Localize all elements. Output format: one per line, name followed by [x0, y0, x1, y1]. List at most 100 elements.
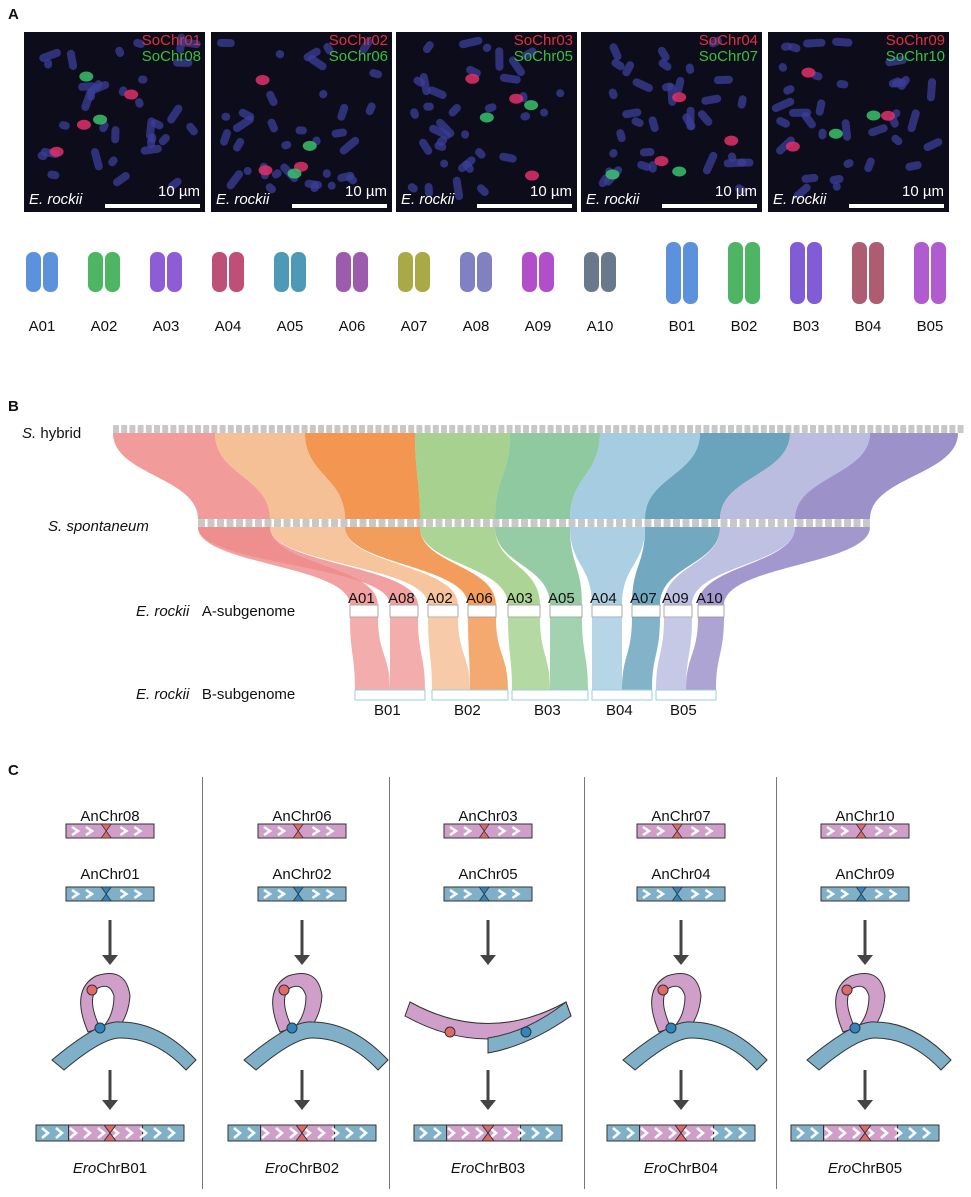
species-label: E. rockii — [29, 191, 83, 208]
spontaneum-chromosome-tick — [397, 519, 405, 527]
hybrid-chromosome-tick — [834, 425, 841, 433]
chromosome-blob — [556, 89, 565, 98]
b-subgenome-chromosome — [431, 689, 509, 701]
probe-signal — [465, 73, 480, 84]
spontaneum-chromosome-tick — [597, 519, 604, 527]
spontaneum-chromosome-tick — [359, 519, 367, 527]
hybrid-chromosome-tick — [539, 425, 546, 433]
hybrid-chromosome-tick — [506, 425, 513, 433]
karyotype-label: A02 — [90, 318, 118, 335]
spontaneum-chromosome-tick — [388, 519, 395, 527]
probe-signal — [479, 112, 494, 123]
karyotype-label: A06 — [338, 318, 366, 335]
fusion-intermediate — [806, 973, 952, 1071]
spontaneum-chromosome-tick — [559, 519, 566, 527]
hybrid-chromosome-tick — [211, 425, 218, 433]
chromosome-blob — [108, 156, 118, 167]
spontaneum-chromosome-tick — [587, 519, 595, 527]
chromosome-blob — [112, 172, 130, 187]
chromosome-blob — [440, 159, 449, 168]
synteny-ribbon — [113, 433, 270, 519]
probe-signal — [124, 89, 139, 100]
chromosome-blob — [776, 116, 790, 128]
synteny-ribbon — [468, 617, 508, 690]
chromosome-blob — [685, 63, 695, 74]
spontaneum-chromosome-tick — [340, 519, 348, 527]
hybrid-chromosome-tick — [113, 425, 119, 433]
species-label: E. rockii — [216, 191, 270, 208]
spontaneum-chromosome-tick — [739, 519, 747, 527]
panel-label-b: B — [8, 398, 19, 415]
spontaneum-chromosome-tick — [264, 519, 272, 527]
spontaneum-chromosome-tick — [825, 519, 832, 527]
b-subgenome-chromosome — [591, 689, 653, 701]
hybrid-chromosome-tick — [719, 425, 726, 433]
fused-chromosome — [227, 1124, 377, 1142]
chromosome-blob — [885, 56, 907, 67]
spontaneum-chromosome-tick — [492, 519, 500, 527]
spontaneum-chromosome-tick — [616, 519, 623, 527]
hybrid-chromosome-tick — [654, 425, 661, 433]
a-chromosome-label: A03 — [506, 590, 533, 607]
karyotype-chromosome — [790, 242, 822, 304]
chromosome-blob — [151, 119, 164, 130]
probe-signal — [76, 119, 91, 130]
spontaneum-chromosome-tick — [454, 519, 462, 527]
synteny-ribbon — [698, 527, 870, 605]
ancestral-chromosome-blue — [820, 886, 910, 902]
synteny-ribbon — [632, 527, 720, 605]
karyotype-label: A08 — [462, 318, 490, 335]
synteny-ribbon — [656, 617, 692, 690]
chromosome-blob — [499, 152, 517, 163]
chromosome-blob — [369, 69, 383, 79]
hybrid-chromosome-tick — [121, 425, 128, 433]
chromosome-blob — [448, 104, 461, 117]
chromosome-blob — [829, 174, 844, 184]
chromosome-blob — [788, 42, 801, 53]
hybrid-chromosome-tick — [137, 425, 144, 433]
chromosome-blob — [639, 148, 655, 157]
ancestral-label: AnChr07 — [651, 808, 711, 825]
chromosome-blob — [801, 111, 816, 129]
scale-bar — [292, 204, 387, 208]
fused-chromosome-label: EroChrB02 — [264, 1160, 340, 1177]
ancestral-label: AnChr04 — [651, 866, 711, 883]
synteny-ribbon — [415, 433, 510, 519]
synteny-ribbon — [390, 617, 425, 690]
chromosome-blob — [697, 110, 713, 126]
hybrid-chromosome-tick — [555, 425, 562, 433]
chromosome-blob — [146, 137, 156, 149]
spontaneum-chromosome-tick — [863, 519, 870, 527]
probe-signal — [724, 135, 739, 146]
chromosome-blob — [616, 129, 626, 143]
a-chromosome-label: A04 — [590, 590, 617, 607]
down-arrow — [857, 1070, 873, 1110]
hybrid-chromosome-tick — [613, 425, 620, 433]
fused-chromosome-label: EroChrB03 — [450, 1160, 526, 1177]
hybrid-chromosome-tick — [441, 425, 447, 433]
down-arrow — [857, 920, 873, 965]
spontaneum-chromosome-tick — [720, 519, 728, 527]
ancestral-chromosome-pink — [443, 823, 533, 839]
fusion-column — [35, 823, 197, 1142]
fused-chromosome-label: EroChrB04 — [643, 1160, 719, 1177]
spontaneum-chromosome-tick — [701, 519, 709, 527]
chromosome-blob — [422, 41, 434, 54]
hybrid-chromosome-tick — [178, 425, 185, 433]
probe-signal — [654, 156, 669, 167]
chromosome-blob — [331, 128, 348, 138]
hybrid-chromosome-tick — [810, 425, 816, 433]
chromosome-blob — [737, 95, 747, 109]
synteny-ribbon — [622, 617, 660, 690]
spontaneum-chromosome-tick — [625, 519, 633, 527]
hybrid-chromosome-tick — [260, 425, 267, 433]
chromosome-blob — [783, 85, 795, 95]
fusion-column — [790, 823, 952, 1142]
hybrid-chromosome-tick — [818, 425, 825, 433]
synteny-ribbon — [270, 527, 458, 605]
chromosome-blob — [111, 126, 120, 144]
spontaneum-chromosome-tick — [435, 519, 443, 527]
spontaneum-chromosome-tick — [606, 519, 614, 527]
spontaneum-chromosome-tick — [635, 519, 642, 527]
